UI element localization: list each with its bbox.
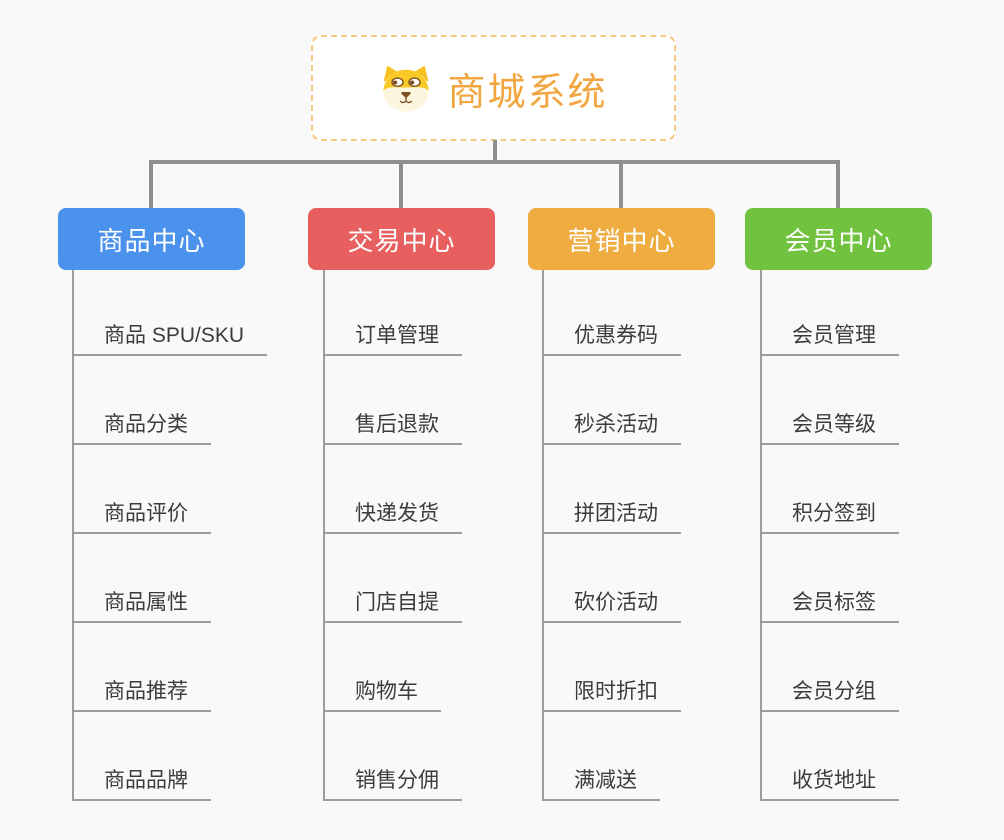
connector-drop-member [836, 160, 840, 208]
branch-node-product-center[interactable]: 商品中心 [58, 208, 245, 270]
leaf-node[interactable]: 售后退款 [323, 413, 462, 445]
leaf-node[interactable]: 限时折扣 [542, 680, 681, 712]
leaf-node[interactable]: 商品分类 [72, 413, 211, 445]
leaf-node[interactable]: 拼团活动 [542, 502, 681, 534]
dog-face-icon [383, 65, 430, 112]
branch-label: 交易中心 [347, 225, 456, 256]
root-node[interactable]: 商城系统 [311, 35, 676, 141]
leaf-node[interactable]: 优惠券码 [542, 324, 681, 356]
leaf-node[interactable]: 会员管理 [760, 324, 899, 356]
leaf-node[interactable]: 门店自提 [323, 591, 462, 623]
leaf-node[interactable]: 商品评价 [72, 502, 211, 534]
branch-spine-product [72, 270, 74, 800]
leaf-node[interactable]: 会员分组 [760, 680, 899, 712]
connector-drop-product [149, 160, 153, 208]
connector-horizontal-rail [149, 160, 840, 164]
leaf-node[interactable]: 积分签到 [760, 502, 899, 534]
leaf-node[interactable]: 商品 SPU/SKU [72, 324, 268, 356]
leaf-node[interactable]: 商品推荐 [72, 680, 211, 712]
leaf-node[interactable]: 购物车 [323, 680, 441, 712]
connector-drop-marketing [619, 160, 623, 208]
leaf-node[interactable]: 收货地址 [760, 769, 899, 801]
connector-drop-trade [399, 160, 403, 208]
leaf-node[interactable]: 订单管理 [323, 324, 462, 356]
connector-root-vertical [493, 140, 497, 162]
leaf-node[interactable]: 商品品牌 [72, 769, 211, 801]
root-title: 商城系统 [447, 71, 608, 114]
leaf-node[interactable]: 商品属性 [72, 591, 211, 623]
branch-node-marketing-center[interactable]: 营销中心 [528, 208, 715, 270]
leaf-node[interactable]: 秒杀活动 [542, 413, 681, 445]
leaf-node[interactable]: 会员标签 [760, 591, 899, 623]
branch-spine-trade [323, 270, 325, 800]
leaf-node[interactable]: 快递发货 [323, 502, 462, 534]
branch-label: 会员中心 [784, 225, 893, 256]
leaf-node[interactable]: 销售分佣 [323, 769, 462, 801]
leaf-node[interactable]: 会员等级 [760, 413, 899, 445]
branch-spine-marketing [542, 270, 544, 800]
branch-label: 商品中心 [97, 225, 206, 256]
leaf-node[interactable]: 满减送 [542, 769, 660, 801]
branch-label: 营销中心 [567, 225, 676, 256]
branch-spine-member [760, 270, 762, 800]
branch-node-member-center[interactable]: 会员中心 [745, 208, 932, 270]
branch-node-trade-center[interactable]: 交易中心 [308, 208, 495, 270]
leaf-node[interactable]: 砍价活动 [542, 591, 681, 623]
